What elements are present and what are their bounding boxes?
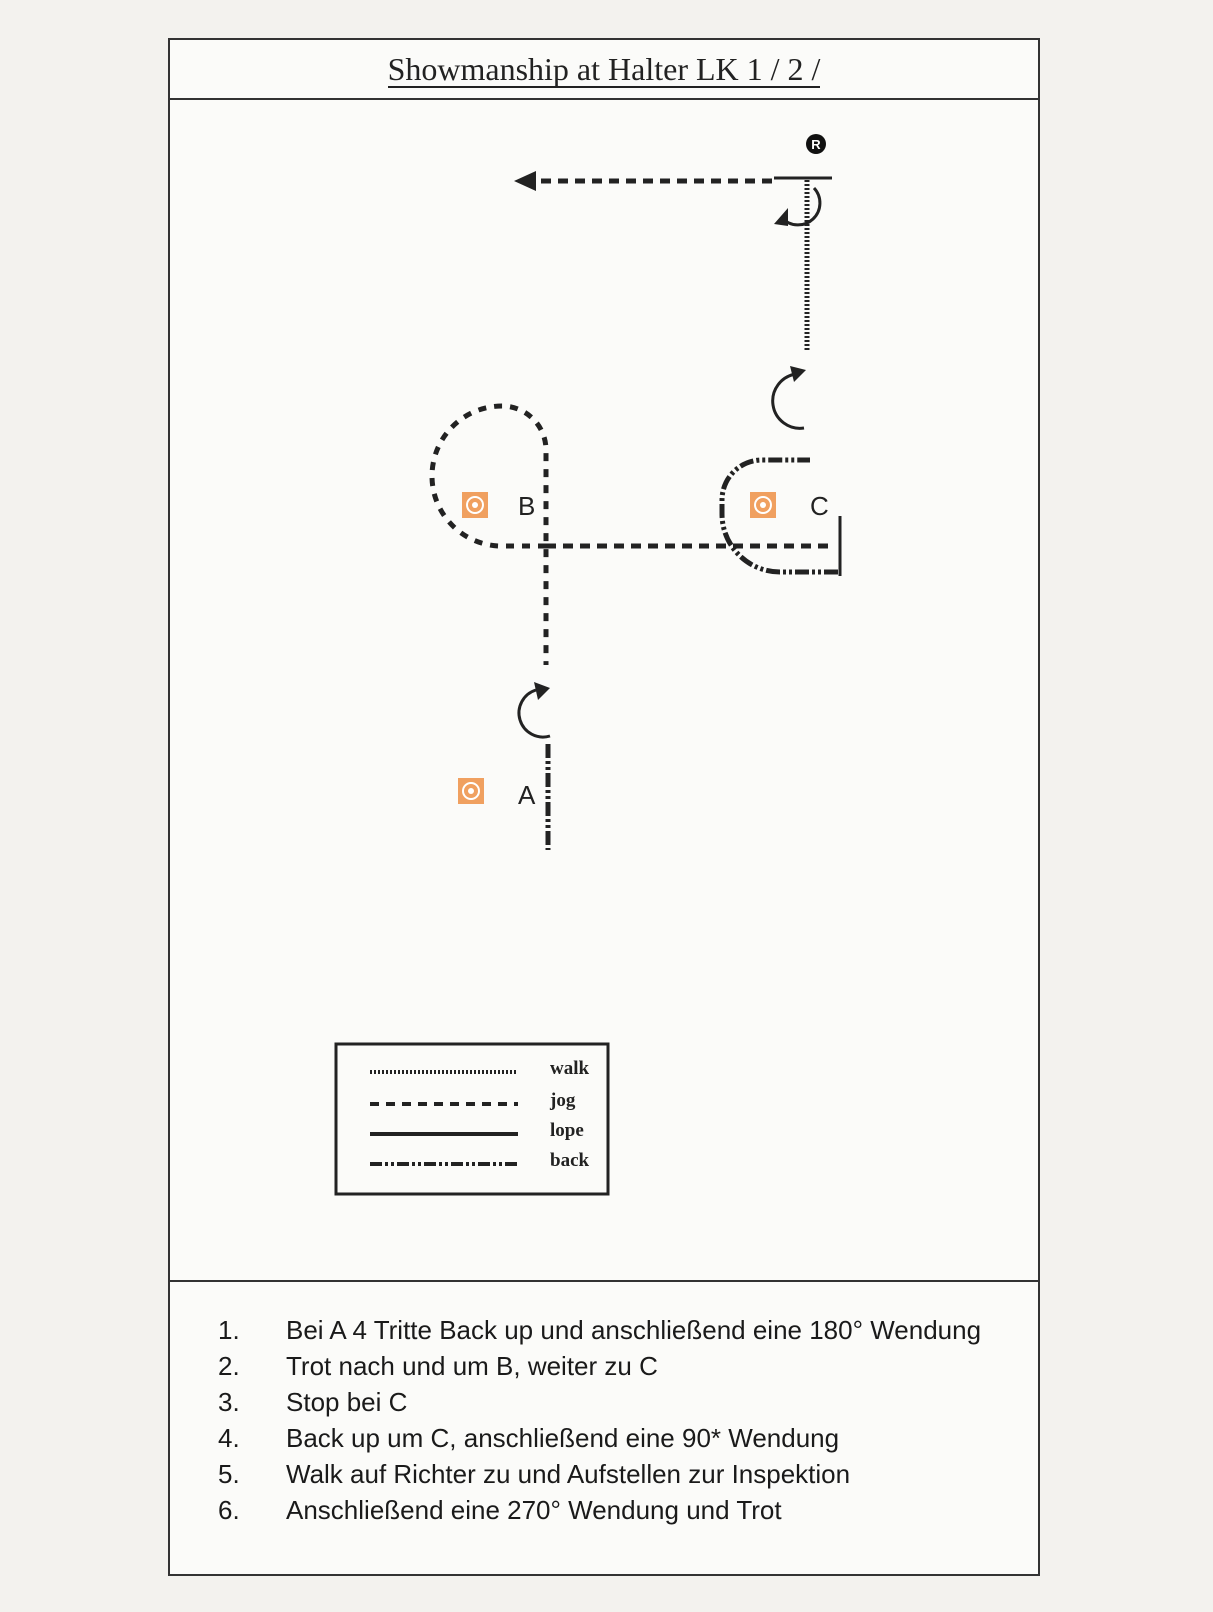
legend-lope-label: lope [550, 1120, 584, 1141]
page-title: Showmanship at Halter LK 1 / 2 / [387, 51, 821, 88]
instruction-number: 5. [218, 1459, 240, 1489]
instruction-text: Back up um C, anschließend eine 90* Wend… [286, 1423, 840, 1453]
instructions-box: 1. Bei A 4 Tritte Back up und anschließen… [170, 1280, 1038, 1576]
instruction-number: 2. [218, 1351, 240, 1381]
instruction-text: Walk auf Richter zu und Aufstellen zur I… [286, 1459, 851, 1489]
legend-jog-label: jog [549, 1090, 576, 1111]
cone-a [458, 778, 484, 804]
turn-arc-180 [517, 688, 551, 739]
pattern-sheet: Showmanship at Halter LK 1 / 2 / R [168, 38, 1040, 1576]
header: Showmanship at Halter LK 1 / 2 / [170, 40, 1038, 100]
instruction-number: 4. [218, 1423, 240, 1453]
instruction-item: 5. Walk auf Richter zu und Aufstellen zur… [218, 1456, 998, 1492]
instruction-item: 1. Bei A 4 Tritte Back up und anschließen… [218, 1312, 998, 1348]
judge-marker-label: R [811, 137, 821, 152]
instruction-list: 1. Bei A 4 Tritte Back up und anschließen… [218, 1312, 998, 1528]
turn-arc-270-arrow [774, 208, 788, 226]
legend-walk-label: walk [550, 1058, 590, 1079]
instruction-text: Anschließend eine 270° Wendung und Trot [286, 1495, 782, 1525]
instruction-item: 2. Trot nach und um B, weiter zu C [218, 1348, 998, 1384]
back-path-around-c [719, 457, 838, 575]
turn-arc-180-arrow [534, 682, 550, 700]
instruction-text: Bei A 4 Tritte Back up und anschließend … [286, 1315, 982, 1345]
jog-loop-around-b [429, 403, 549, 665]
cone-c [750, 492, 776, 518]
marker-label-b: B [518, 491, 535, 521]
turn-arc-90-arrow [790, 366, 806, 382]
legend-back-label: back [550, 1150, 590, 1171]
turn-arc-270 [780, 186, 822, 227]
instruction-item: 4. Back up um C, anschließend eine 90* We… [218, 1420, 998, 1456]
marker-label-c: C [810, 491, 829, 521]
instruction-number: 1. [218, 1315, 240, 1345]
cone-b [462, 492, 488, 518]
marker-label-a: A [518, 780, 536, 810]
pattern-diagram: R [334, 134, 842, 1196]
instruction-item: 3. Stop bei C [218, 1384, 998, 1420]
judge-marker: R [806, 134, 826, 154]
instruction-number: 6. [218, 1495, 240, 1525]
instruction-text: Trot nach und um B, weiter zu C [286, 1351, 658, 1381]
exit-arrow-head [514, 171, 536, 191]
turn-arc-90 [771, 372, 805, 430]
instruction-text: Stop bei C [286, 1387, 408, 1417]
instruction-number: 3. [218, 1387, 240, 1417]
instruction-item: 6. Anschließend eine 270° Wendung und Tro… [218, 1492, 998, 1528]
legend: walk jog lope back [334, 1042, 610, 1196]
